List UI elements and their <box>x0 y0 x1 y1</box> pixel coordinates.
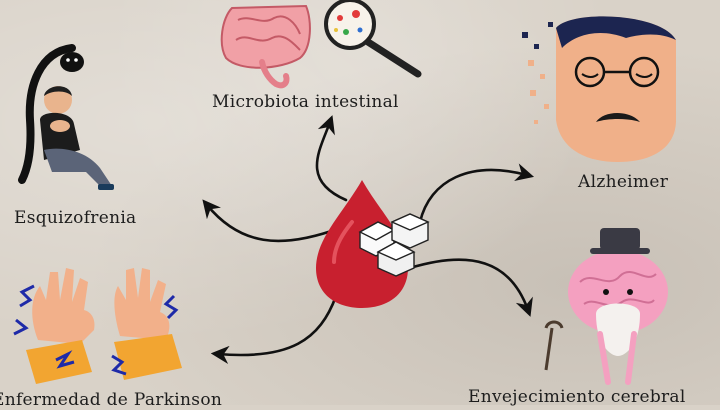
label-parkinson: Enfermedad de Parkinson <box>0 390 223 410</box>
distressed-person-icon <box>18 44 114 190</box>
label-esquizofrenia: Esquizofrenia <box>14 208 137 228</box>
arrow-to-envejecimiento <box>408 258 533 317</box>
arrows <box>202 115 535 364</box>
arrow-to-microbiota <box>315 115 348 202</box>
shaking-hands-icon <box>13 268 182 384</box>
label-microbiota: Microbiota intestinal <box>212 92 399 112</box>
sugar-cubes-icon <box>358 213 430 277</box>
label-envejecimiento: Envejecimiento cerebral <box>468 387 686 407</box>
arrow-to-parkinson <box>210 294 338 364</box>
arrow-to-alzheimer <box>418 163 535 224</box>
elderly-brain-character-icon <box>544 228 668 385</box>
intestine-icon <box>220 4 311 89</box>
arrow-to-esquizofrenia <box>202 199 342 243</box>
elderly-man-face-icon <box>522 16 676 163</box>
magnifier-icon <box>324 0 422 78</box>
label-alzheimer: Alzheimer <box>578 172 669 192</box>
